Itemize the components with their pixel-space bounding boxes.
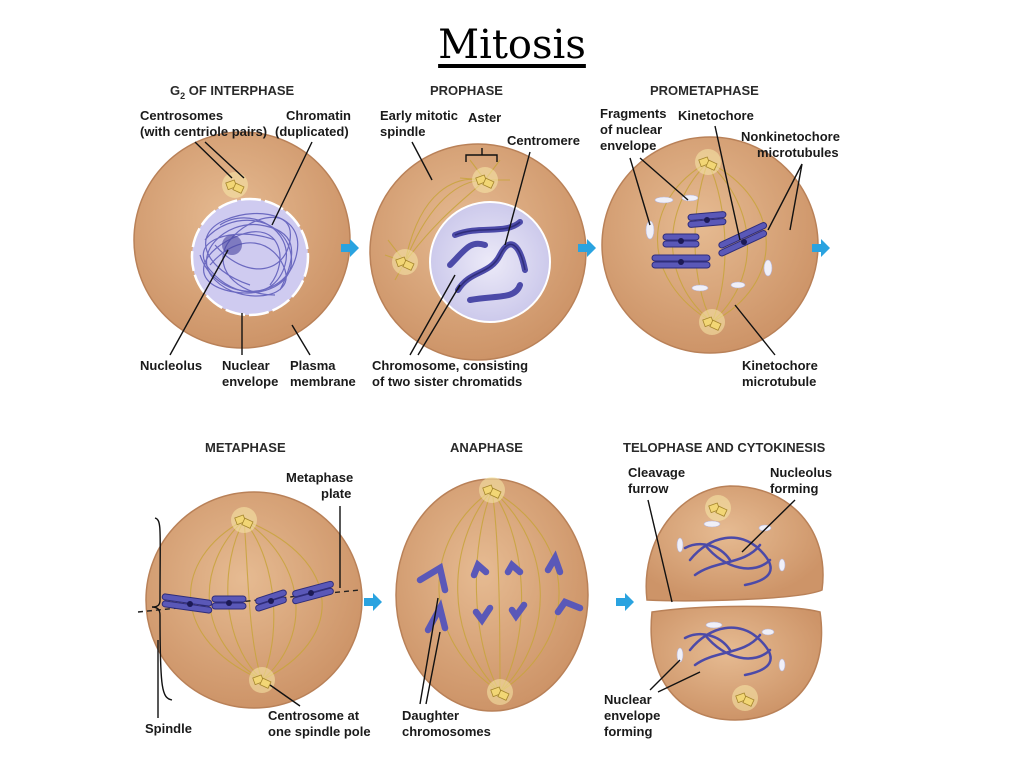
page-title: Mitosis	[438, 22, 586, 68]
pointer-cleavage-furrow	[647, 499, 673, 603]
label-spindle: Spindle	[145, 721, 192, 736]
label-kinetochore-microtubule-2: microtubule	[742, 374, 816, 389]
pointer-early-spindle	[411, 141, 433, 181]
label-early-spindle-2: spindle	[380, 124, 426, 139]
label-centromere: Centromere	[507, 133, 580, 148]
metaphase-centrosome-icon-2	[248, 666, 276, 694]
label-kinetochore-microtubule: Kinetochore	[742, 358, 818, 373]
label-chromatin-2: (duplicated)	[275, 124, 349, 139]
pointer-plasma-membrane	[291, 324, 311, 356]
spindle-brace	[151, 517, 173, 701]
label-centrosome-pole: Centrosome at	[268, 708, 360, 723]
label-metaphase-plate: Metaphase	[286, 470, 353, 485]
label-nuclear-envelope-2: envelope	[222, 374, 278, 389]
telophase-centrosome-icon	[704, 494, 732, 522]
pointer-chromatin	[271, 141, 313, 226]
label-daughter-chromosomes-2: chromosomes	[402, 724, 491, 739]
label-nuclear-envelope: Nuclear	[222, 358, 270, 373]
label-fragments-2: of nuclear	[600, 122, 662, 137]
label-nucleolus: Nucleolus	[140, 358, 202, 373]
prometaphase-chromosomes	[651, 211, 768, 269]
label-nuclear-envelope-forming-2: envelope	[604, 708, 660, 723]
label-chromatin: Chromatin	[286, 108, 351, 123]
telophase-envelope-fragments	[676, 520, 786, 672]
prometaphase-header: PROMETAPHASE	[650, 83, 759, 98]
label-fragments-3: envelope	[600, 138, 656, 153]
anaphase-centrosome-icon-2	[486, 678, 514, 706]
label-plasma-membrane-2: membrane	[290, 374, 356, 389]
anaphase-centrosome-icon	[478, 476, 506, 504]
g2-header: G2 OF INTERPHASE	[170, 83, 295, 101]
prophase-header: PROPHASE	[430, 83, 503, 98]
label-chromosome: Chromosome, consisting	[372, 358, 528, 373]
label-centrosomes-2: (with centriole pairs)	[140, 124, 267, 139]
pointer-centrosomes	[194, 141, 245, 179]
g2-centrosome-icon	[221, 171, 249, 199]
pointer-nucleolus-forming	[741, 499, 796, 553]
label-early-spindle: Early mitotic	[380, 108, 458, 123]
telophase-header: TELOPHASE AND CYTOKINESIS	[623, 440, 826, 455]
envelope-fragments	[645, 194, 773, 292]
label-nucleolus-forming-2: forming	[770, 481, 818, 496]
pointer-daughter-chromosomes	[419, 597, 441, 705]
anaphase-chromosomes	[416, 550, 584, 634]
pointer-kinetochore	[714, 125, 741, 241]
pointer-nuclear-envelope-forming	[649, 659, 701, 693]
pointer-centromere	[504, 151, 531, 246]
label-nonkinetochore-2: microtubules	[757, 145, 839, 160]
label-metaphase-plate-2: plate	[321, 486, 351, 501]
label-chromosome-2: of two sister chromatids	[372, 374, 522, 389]
pointer-aster	[465, 148, 498, 162]
prophase-chromosomes	[447, 219, 528, 303]
label-fragments: Fragments	[600, 106, 666, 121]
label-nonkinetochore: Nonkinetochore	[741, 129, 840, 144]
g2-chromatin	[199, 212, 299, 297]
pointer-nucleolus	[169, 249, 229, 356]
anaphase-fibers	[438, 489, 560, 693]
label-cleavage-furrow-2: furrow	[628, 481, 669, 496]
panel-prometaphase: PROMETAPHASE	[600, 83, 840, 389]
prometaphase-centrosome-icon	[694, 148, 722, 176]
pointer-fragments	[629, 157, 689, 226]
telophase-top-cell	[645, 485, 824, 602]
prophase-centrosome-icon-2	[391, 248, 419, 276]
telophase-top-chromatin	[683, 536, 772, 587]
pointer-kinetochore-microtubule	[734, 304, 776, 356]
telophase-centrosome-icon-2	[731, 684, 759, 712]
telophase-bottom-chromatin	[683, 626, 772, 677]
label-centrosome-pole-2: one spindle pole	[268, 724, 371, 739]
arrow-icon-5	[616, 593, 634, 611]
label-nuclear-envelope-forming: Nuclear	[604, 692, 652, 707]
label-cleavage-furrow: Cleavage	[628, 465, 685, 480]
pointer-chromosome	[409, 274, 461, 356]
anaphase-header: ANAPHASE	[450, 440, 523, 455]
label-daughter-chromosomes: Daughter	[402, 708, 459, 723]
panel-g2-interphase: G2 OF INTERPHASE Centrosomes (with centr…	[133, 83, 356, 389]
label-nuclear-envelope-forming-3: forming	[604, 724, 652, 739]
prophase-centrosome-icon	[471, 166, 499, 194]
label-aster: Aster	[468, 110, 501, 125]
prometaphase-centrosome-icon-2	[698, 308, 726, 336]
g2-nucleolus-shape	[222, 235, 242, 255]
panel-metaphase: METAPHASE	[137, 440, 371, 739]
pointer-nonkinetochore	[767, 163, 803, 231]
arrow-icon-4	[364, 593, 382, 611]
label-nucleolus-forming: Nucleolus	[770, 465, 832, 480]
metaphase-chromosomes	[161, 580, 334, 614]
label-kinetochore: Kinetochore	[678, 108, 754, 123]
pointer-centrosome-pole	[269, 684, 301, 707]
metaphase-centrosome-icon	[230, 506, 258, 534]
panel-telophase: TELOPHASE AND CYTOKINESIS	[604, 440, 832, 739]
label-plasma-membrane: Plasma	[290, 358, 336, 373]
label-centrosomes: Centrosomes	[140, 108, 223, 123]
metaphase-header: METAPHASE	[205, 440, 286, 455]
panel-prophase: PROPHASE Early mitotic spindle Aste	[369, 83, 587, 389]
g2-nucleus	[190, 197, 310, 317]
metaphase-cell	[145, 491, 363, 709]
panel-anaphase: ANAPHASE D	[395, 440, 589, 739]
